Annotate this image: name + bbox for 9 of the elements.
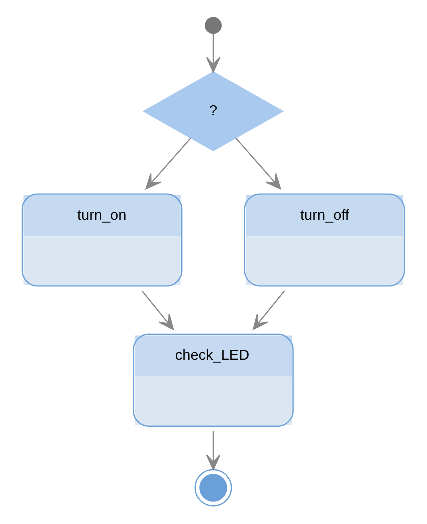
arrow	[146, 138, 192, 190]
arrow	[206, 34, 221, 73]
arrow	[142, 290, 174, 330]
arrow	[236, 138, 282, 190]
node-circle	[194, 469, 232, 507]
node-diamond: ?	[142, 72, 284, 152]
arrow	[206, 431, 221, 470]
node-circle	[205, 17, 222, 34]
arrow	[253, 290, 286, 330]
